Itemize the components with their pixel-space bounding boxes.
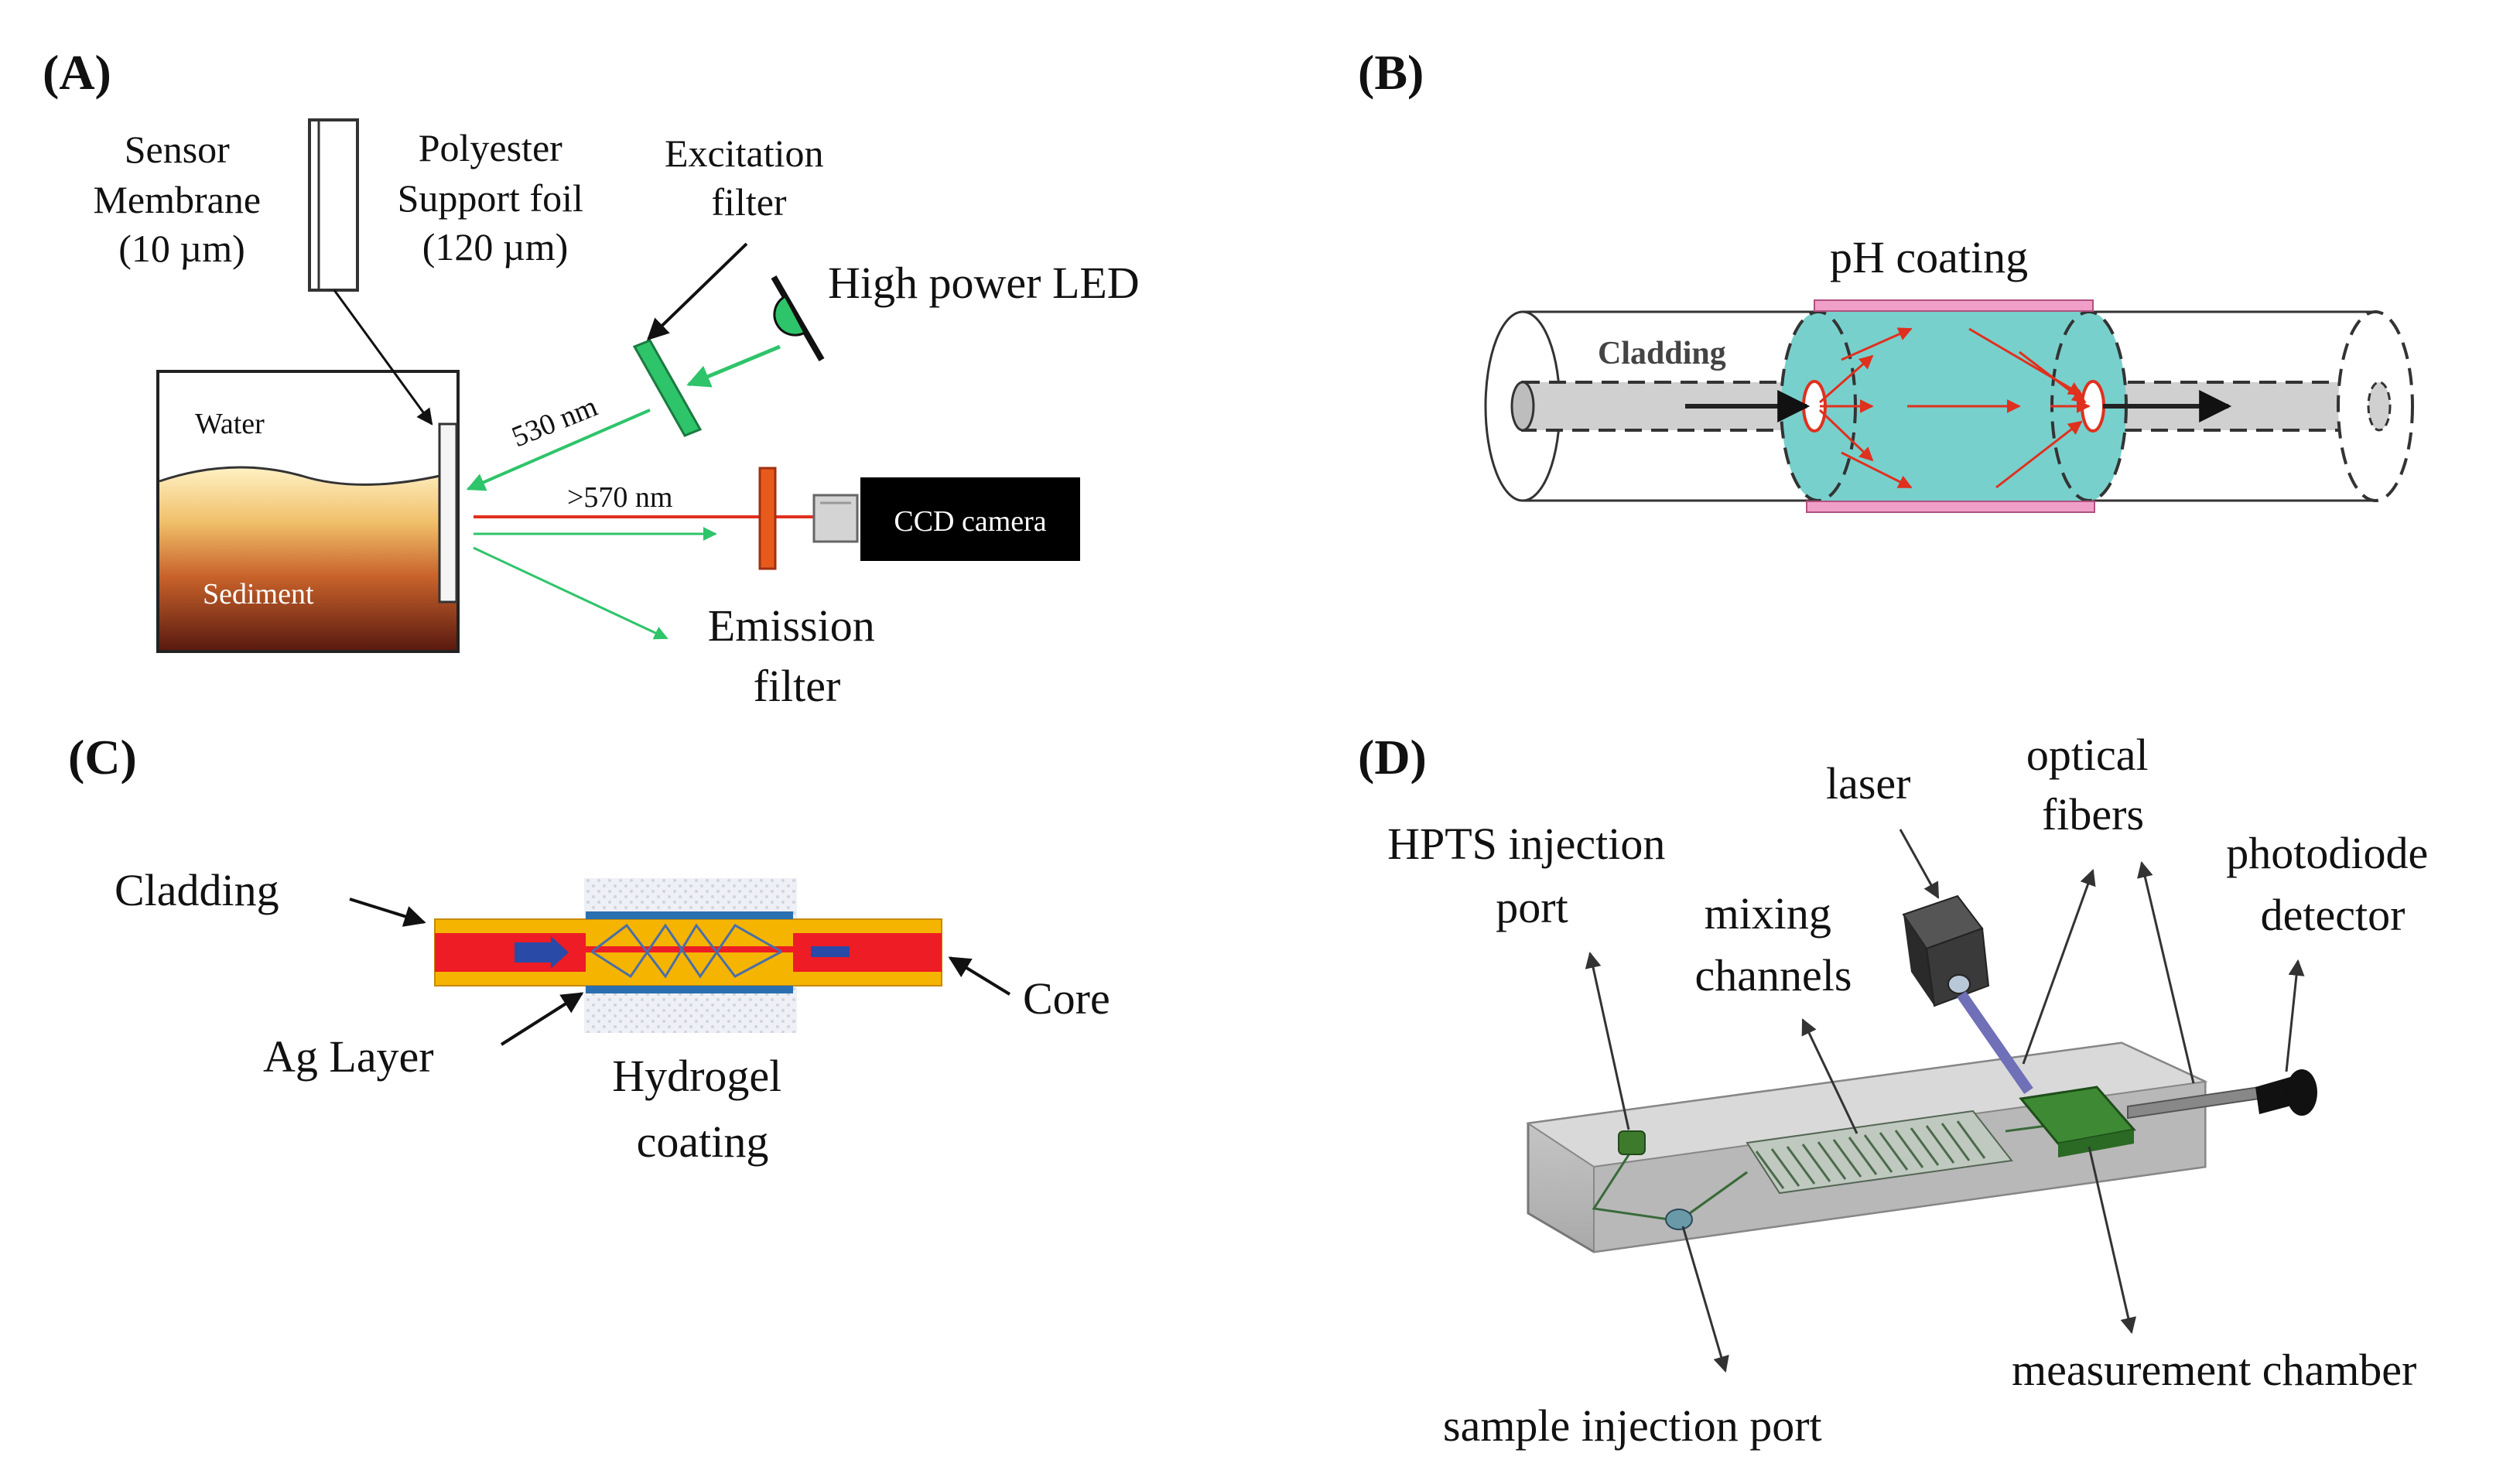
polyester-foil-label: Polyester Support foil (120 µm) <box>398 126 593 268</box>
hpts-port-icon <box>1618 1130 1646 1155</box>
emission-filter-icon <box>758 467 777 570</box>
ccd-camera-icon <box>860 477 1080 561</box>
hydrogel-label: Hydrogel coating <box>612 1051 793 1167</box>
cladding-b-label: Cladding <box>1598 336 1726 371</box>
panel-c-label: (C) <box>68 730 137 785</box>
sensor-membrane-label: Sensor Membrane (10 µm) <box>93 128 270 270</box>
photodiode-label: photodiode detector <box>2226 828 2439 940</box>
water-label: Water <box>195 408 265 440</box>
panel-d: (D) <box>1358 730 2439 1451</box>
core-label: Core <box>1023 973 1110 1024</box>
ag-layer-label: Ag Layer <box>263 1031 434 1082</box>
high-power-led-label: High power LED <box>828 258 1140 308</box>
hpts-port-label: HPTS injection port <box>1387 819 1677 932</box>
photodiode-icon <box>2255 1069 2317 1116</box>
ag-layer-bottom <box>586 986 793 993</box>
panel-a-label: (A) <box>43 45 111 100</box>
wavelength-530-label: 530 nm <box>508 390 602 453</box>
ag-layer-top <box>586 911 793 919</box>
panel-c: (C) Cladding Core Ag Layer Hydrogel coat… <box>68 730 1110 1167</box>
sediment-label: Sediment <box>203 578 314 610</box>
laser-label: laser <box>1826 758 1911 809</box>
ccd-camera-label: CCD camera <box>894 505 1046 538</box>
emission-filter-label: Emission filter <box>708 600 886 711</box>
panel-b: (B) <box>1358 45 2414 513</box>
cladding-c-label: Cladding <box>115 865 279 915</box>
sensor-membrane-icon <box>438 422 458 604</box>
panel-a: (A) Sensor Membrane (10 µm) Polyester Su… <box>43 45 1140 711</box>
panel-b-label: (B) <box>1358 45 1424 100</box>
optical-fibers-label: optical fibers <box>2026 730 2159 839</box>
ph-coating-label: pH coating <box>1830 232 2028 282</box>
sample-port-label: sample injection port <box>1443 1400 1822 1451</box>
wavelength-570-label: >570 nm <box>567 481 673 514</box>
measurement-chamber-label: measurement chamber <box>2012 1345 2416 1395</box>
mixing-channels-icon <box>1746 1110 2013 1195</box>
excitation-filter-icon <box>632 339 703 437</box>
laser-icon <box>1902 894 1990 1007</box>
mixing-channels-label: mixing channels <box>1695 888 1852 1000</box>
light-rays <box>1818 327 2091 489</box>
panel-d-label: (D) <box>1358 730 1427 785</box>
sample-port-icon <box>1665 1209 1693 1230</box>
foil-icon <box>308 118 359 292</box>
excitation-filter-label: Excitation filter <box>665 132 833 224</box>
